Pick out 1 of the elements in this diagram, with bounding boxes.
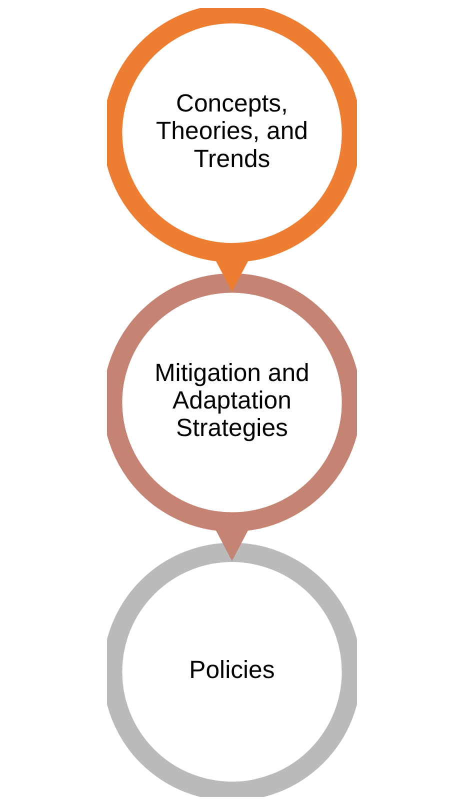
node-circle: Policies [107, 542, 357, 797]
